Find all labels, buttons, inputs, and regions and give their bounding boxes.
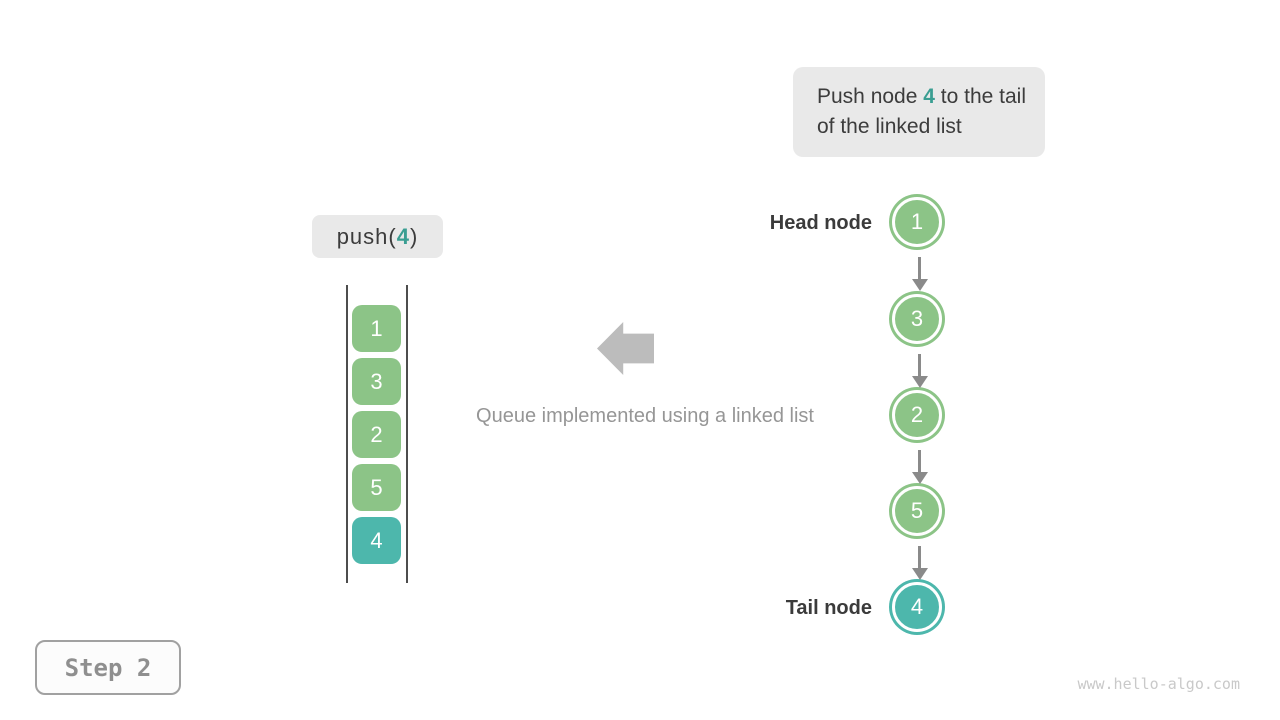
- push-call-suffix: ): [409, 223, 419, 249]
- linked-list-node: 5: [892, 486, 942, 536]
- left-block-arrow-icon: [597, 322, 654, 375]
- queue-item: 3: [352, 358, 401, 405]
- queue-rail-right: [406, 285, 408, 583]
- linked-list-node: 3: [892, 294, 942, 344]
- node-connector-line: [918, 354, 921, 376]
- linked-list-node: 2: [892, 390, 942, 440]
- queue-item: 1: [352, 305, 401, 352]
- push-call-prefix: push(: [336, 223, 397, 249]
- queue-rail-left: [346, 285, 348, 583]
- node-connector-line: [918, 450, 921, 472]
- callout-prefix: Push node: [817, 85, 924, 108]
- queue-item: 2: [352, 411, 401, 458]
- queue-item: 5: [352, 464, 401, 511]
- node-connector-line: [918, 546, 921, 568]
- website-url: www.hello-algo.com: [1077, 675, 1240, 693]
- head-node-label: Head node: [769, 212, 872, 234]
- callout-suffix: to the tail of the linked list: [817, 85, 1027, 138]
- push-call-arg: 4: [396, 223, 410, 249]
- node-connector-arrowhead-icon: [912, 279, 928, 291]
- linked-list-node-tail: 4: [892, 582, 942, 632]
- step-badge-label: Step 2: [64, 653, 152, 682]
- tail-node-label: Tail node: [785, 597, 872, 619]
- push-callout: Push node 4 to the tail of the linked li…: [793, 67, 1045, 157]
- queue-item-highlighted: 4: [352, 517, 401, 564]
- node-connector-line: [918, 257, 921, 279]
- node-connector-arrowhead-icon: [912, 472, 928, 484]
- step-badge: Step 2: [35, 640, 181, 695]
- push-callout-text: Push node 4 to the tail of the linked li…: [817, 82, 1031, 142]
- node-connector-arrowhead-icon: [912, 376, 928, 388]
- callout-highlight-value: 4: [923, 85, 935, 108]
- node-connector-arrowhead-icon: [912, 568, 928, 580]
- diagram-caption: Queue implemented using a linked list: [476, 405, 814, 427]
- push-call-chip: push(4): [312, 215, 443, 258]
- linked-list-node: 1: [892, 197, 942, 247]
